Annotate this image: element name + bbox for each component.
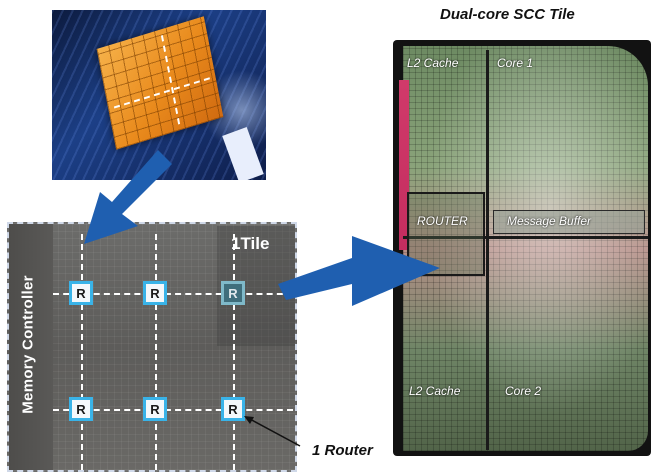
mesh-link-row-2 bbox=[53, 409, 293, 411]
router-node: R bbox=[143, 397, 167, 421]
router-callout-label: 1 Router bbox=[312, 442, 373, 459]
die-tile-divider-vertical bbox=[160, 35, 181, 125]
mesh-link-col-3 bbox=[233, 234, 235, 470]
core2-label: Core 2 bbox=[505, 384, 542, 398]
router-node: R bbox=[69, 281, 93, 305]
chip-photo bbox=[52, 10, 266, 180]
mesh-link-col-2 bbox=[155, 234, 157, 470]
memory-controller-label: Memory Controller bbox=[19, 275, 37, 414]
die-edge-strip bbox=[399, 80, 409, 250]
router-node-callout-target: R bbox=[221, 397, 245, 421]
l2-cache-top-label: L2 Cache bbox=[407, 56, 459, 70]
scc-die-texture bbox=[403, 46, 648, 451]
router-label: ROUTER bbox=[417, 214, 468, 228]
die-tile-divider-horizontal bbox=[113, 77, 210, 109]
router-node: R bbox=[143, 281, 167, 305]
mesh-link-col-1 bbox=[81, 234, 83, 470]
message-buffer-label: Message Buffer bbox=[507, 214, 592, 228]
scc-tile-die-photo: L2 Cache Core 1 ROUTER Message Buffer L2… bbox=[393, 40, 651, 456]
core-divider-vertical bbox=[486, 50, 489, 450]
tile-grid-zoom: Memory Controller 1Tile R R R R R R bbox=[7, 222, 297, 472]
router-region bbox=[407, 192, 485, 276]
core-divider-horizontal bbox=[403, 236, 648, 239]
message-buffer-region bbox=[493, 210, 645, 234]
core1-label: Core 1 bbox=[497, 56, 534, 70]
memory-controller-band bbox=[9, 224, 53, 470]
router-node: R bbox=[69, 397, 93, 421]
router-node-highlighted: R bbox=[221, 281, 245, 305]
tile-label: 1Tile bbox=[231, 234, 270, 253]
scc-tile-title: Dual-core SCC Tile bbox=[440, 6, 575, 23]
mesh-link-row-1 bbox=[53, 293, 293, 295]
l2-cache-bottom-label: L2 Cache bbox=[409, 384, 461, 398]
